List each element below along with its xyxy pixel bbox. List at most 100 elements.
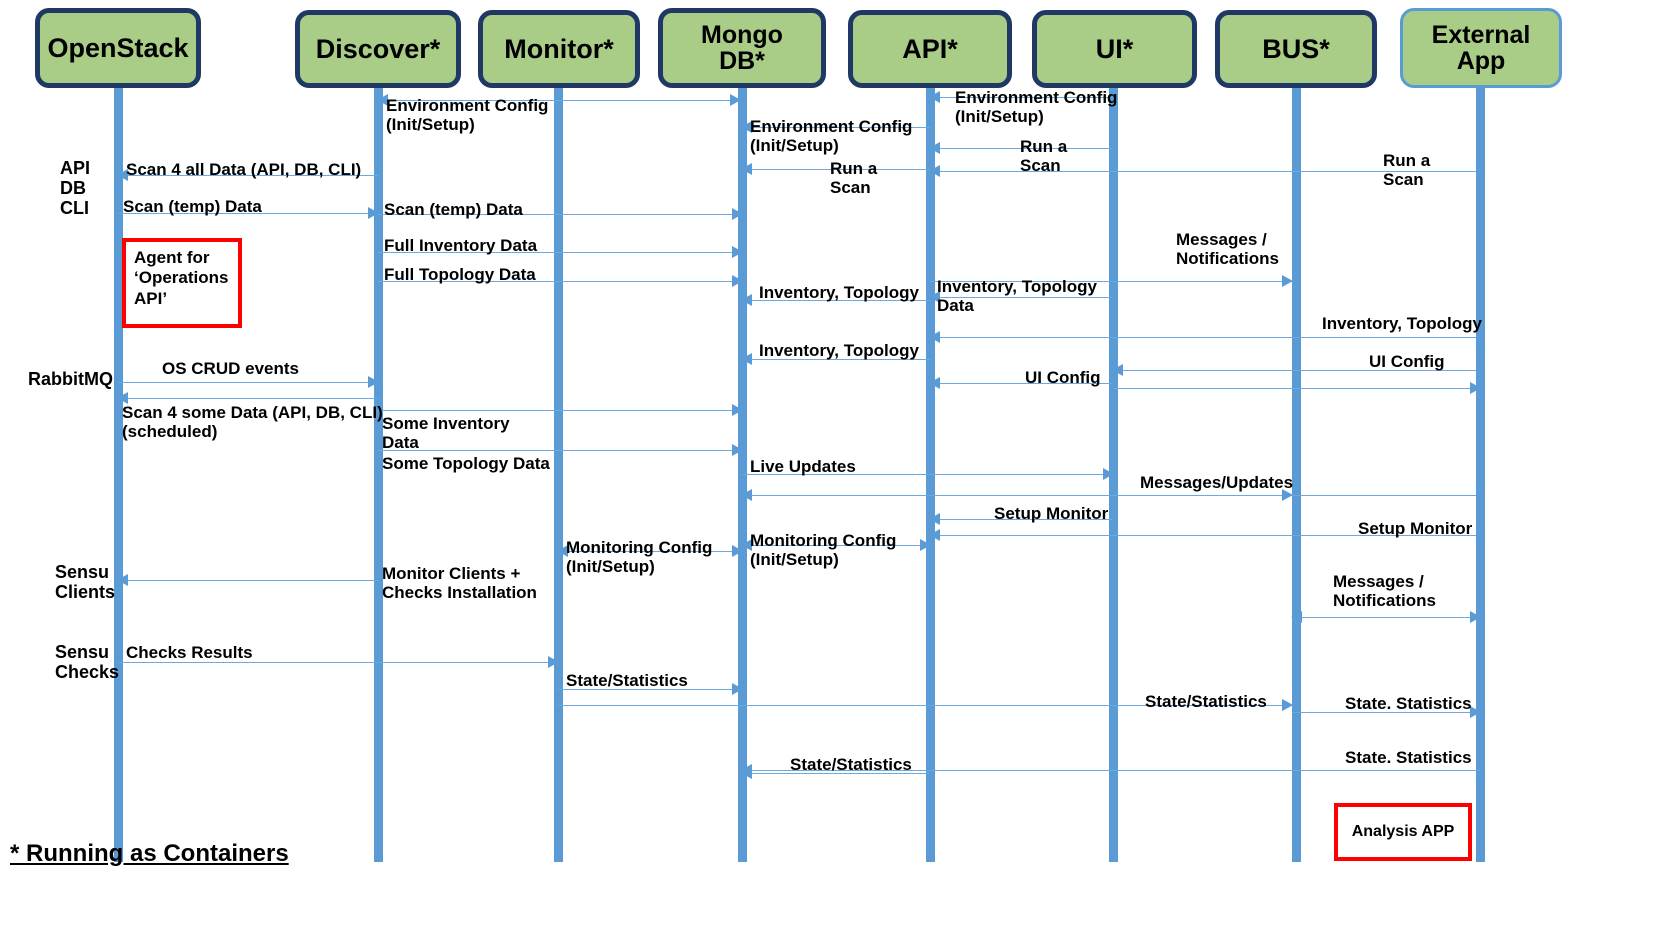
- lifeline-mongodb: [738, 88, 747, 862]
- message-line-some-topology-data: [378, 450, 742, 451]
- arrowhead-left-monitoring-config-mongo-api: [741, 539, 752, 551]
- callout-label-analysis-app: Analysis APP: [1351, 823, 1455, 841]
- arrowhead-right-state-statistics-monitor-mongo: [732, 683, 743, 695]
- message-line-scan-temp-data-discover-mongo: [378, 214, 742, 215]
- message-line-ui-config-bus: [1113, 370, 1476, 371]
- actor-label-api: API*: [902, 33, 958, 64]
- message-line-state-statistics-ext-mongo: [742, 770, 1480, 771]
- arrowhead-right-live-updates-mongo-ui: [1103, 468, 1114, 480]
- arrowhead-left-run-a-scan-ui-api: [929, 142, 940, 154]
- actor-box-api[interactable]: API*: [848, 10, 1012, 88]
- message-label-state-statistics-api-bus: State/Statistics: [1145, 692, 1267, 711]
- actor-label-bus: BUS*: [1262, 33, 1330, 64]
- message-label-inventory-topology-mongo-2: Inventory, Topology: [759, 341, 919, 360]
- arrowhead-right-state-statistics-api-bus: [1282, 699, 1293, 711]
- actor-box-monitor[interactable]: Monitor*: [478, 10, 640, 88]
- message-label-scan-4-all-data: Scan 4 all Data (API, DB, CLI): [126, 160, 362, 179]
- arrowhead-left-ui-config-api-ui: [929, 377, 940, 389]
- message-label-full-topology-data: Full Topology Data: [384, 265, 536, 284]
- arrowhead-right-full-inventory-data: [732, 246, 743, 258]
- message-label-monitoring-config-mongo-api: Monitoring Config(Init/Setup): [750, 531, 897, 570]
- message-line-inventory-topology-data-api-ui: [930, 297, 1113, 298]
- message-label-env-config-mongo-api: Environment Config(Init/Setup): [750, 117, 913, 156]
- actor-label-discover: Discover*: [315, 33, 441, 64]
- message-label-ui-config-api-ui: UI Config: [1025, 368, 1101, 387]
- arrowhead-left-run-a-scan-mongo-left: [741, 163, 752, 175]
- message-label-state-statistics-mongo-left: State/Statistics: [790, 755, 912, 774]
- arrowhead-right-messages-notifications-bus-ext: [1470, 611, 1481, 623]
- message-label-setup-monitor-ui-api: Setup Monitor: [994, 504, 1109, 523]
- actor-box-openstack[interactable]: OpenStack: [35, 8, 201, 88]
- message-line-scan-temp-data-os-discover: [118, 213, 378, 214]
- message-label-state-statistics-ext-mongo: State. Statistics: [1345, 748, 1472, 767]
- arrowhead-right-state-statistics-bus-ext: [1470, 706, 1481, 718]
- actor-label-openstack: OpenStack: [47, 32, 189, 63]
- message-line-scan-4-all-data: [118, 175, 378, 176]
- message-line-messages-updates-api-bus: [930, 495, 1292, 496]
- message-line-ui-config-ext: [1113, 388, 1480, 389]
- lifeline-externalapp: [1476, 88, 1485, 862]
- message-label-inventory-topology-bus-api: Inventory, Topology: [1322, 314, 1482, 333]
- actor-box-bus[interactable]: BUS*: [1215, 10, 1377, 88]
- message-label-scan-temp-data-discover-mongo: Scan (temp) Data: [384, 200, 523, 219]
- message-line-monitoring-config-mongo-api: [742, 545, 930, 546]
- arrowhead-right-scan-temp-data-os-discover: [368, 207, 379, 219]
- callout-analysis-app: Analysis APP: [1334, 803, 1472, 861]
- message-line-run-a-scan-ui-api: [930, 148, 1113, 149]
- message-line-full-inventory-data: [378, 252, 742, 253]
- message-label-live-updates-mongo-ui: Live Updates: [750, 457, 856, 476]
- arrowhead-left-scan-4-all-data: [117, 169, 128, 181]
- arrowhead-right-monitoring-config-mongo-api: [920, 539, 931, 551]
- actor-label-monitor: Monitor*: [504, 33, 614, 64]
- message-line-setup-monitor-bus-api: [930, 535, 1476, 536]
- message-line-checks-results: [118, 662, 558, 663]
- message-label-some-topology-data: Some Topology Data: [382, 454, 550, 473]
- arrowhead-right-messages-updates-api-bus: [1282, 489, 1293, 501]
- arrowhead-left-setup-monitor-bus-api: [929, 529, 940, 541]
- message-label-messages-notifications-bus-ext: Messages /Notifications: [1333, 572, 1436, 611]
- arrowhead-right-messages-notifications-api-bus: [1282, 275, 1293, 287]
- arrowhead-left-monitor-clients-checks: [117, 574, 128, 586]
- message-line-state-statistics-mongo-left: [742, 773, 930, 774]
- message-label-checks-results: Checks Results: [126, 643, 253, 662]
- arrowhead-left-ui-config-bus: [1112, 364, 1123, 376]
- message-label-inventory-topology-mongo-api: Inventory, Topology: [759, 283, 919, 302]
- message-line-scan-4-some-data: [118, 398, 378, 399]
- lifeline-openstack: [114, 88, 123, 862]
- message-line-messages-notifications-bus-ext: [1292, 617, 1480, 618]
- message-label-ui-config-bus: UI Config: [1369, 352, 1445, 371]
- arrowhead-left-env-config-api-ui: [929, 91, 940, 103]
- message-label-env-config-api-ui: Environment Config(Init/Setup): [955, 88, 1118, 127]
- arrowhead-right-env-config-discover-mongo: [730, 94, 741, 106]
- arrowhead-left-setup-monitor-ui-api: [929, 513, 940, 525]
- message-label-setup-monitor-bus-api: Setup Monitor: [1358, 519, 1473, 538]
- arrowhead-right-scan-temp-data-discover-mongo: [732, 208, 743, 220]
- lifeline-discover: [374, 88, 383, 862]
- arrowhead-right-monitoring-config-monitor-mongo: [732, 545, 743, 557]
- message-label-state-statistics-monitor-mongo: State/Statistics: [566, 671, 688, 690]
- lifeline-api: [926, 88, 935, 862]
- message-line-state-statistics-api-bus: [930, 705, 1292, 706]
- message-label-os-crud-events: OS CRUD events: [162, 359, 299, 378]
- message-line-some-inventory-data: [378, 410, 742, 411]
- actor-box-discover[interactable]: Discover*: [295, 10, 461, 88]
- message-line-run-a-scan-bus-api: [930, 171, 1476, 172]
- message-label-scan-4-some-data: Scan 4 some Data (API, DB, CLI)(schedule…: [122, 403, 383, 442]
- message-line-run-a-scan-mongo-left: [742, 169, 930, 170]
- arrowhead-right-checks-results: [548, 656, 559, 668]
- message-line-inventory-topology-mongo-2: [742, 359, 930, 360]
- message-line-monitoring-config-monitor-mongo: [558, 551, 742, 552]
- arrowhead-left-state-statistics-mongo-left: [741, 767, 752, 779]
- callout-label-agent-operations-api: Agent for‘Operations API’: [134, 248, 229, 308]
- actor-box-ui[interactable]: UI*: [1032, 10, 1197, 88]
- message-line-state-statistics-bus-ext: [1292, 712, 1480, 713]
